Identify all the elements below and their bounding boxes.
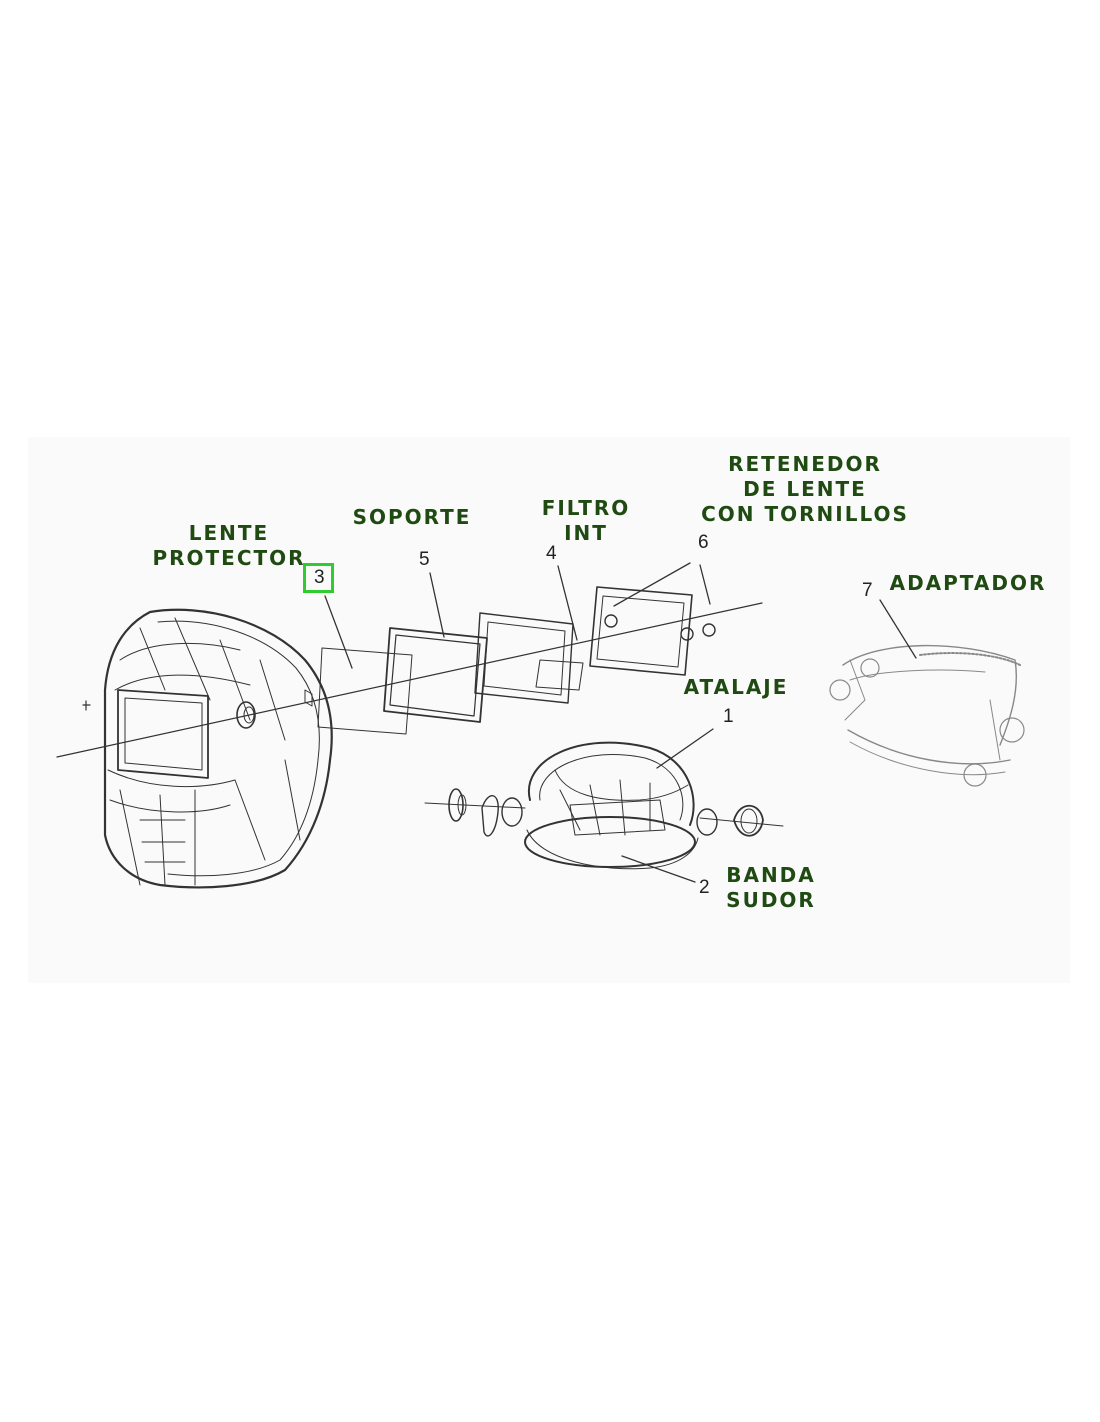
label-lente-protector-line2: PROTECTOR: [152, 546, 306, 570]
label-soporte: SOPORTE: [352, 505, 472, 529]
headgear-side-axis: [424, 802, 784, 827]
label-lente-protector: LENTE PROTECTOR: [148, 521, 310, 571]
leader-4: [557, 565, 578, 641]
label-banda-sudor-line2: SUDOR: [726, 888, 816, 912]
leader-6b: [699, 564, 711, 605]
part-number-1: 1: [723, 706, 734, 727]
sweatband: [524, 816, 696, 868]
right-ratchet-knob: [733, 804, 764, 837]
leader-6a: [613, 562, 691, 607]
inner-filter-frame: [474, 612, 584, 704]
label-retenedor-line2: DE LENTE: [743, 477, 867, 501]
part-number-4: 4: [546, 543, 557, 564]
leader-lines: [324, 562, 917, 883]
part-number-3: 3: [314, 567, 325, 588]
label-filtro-int: FILTRO INT: [536, 496, 636, 546]
small-screw: [82, 700, 91, 711]
label-banda-sudor: BANDA SUDOR: [720, 863, 822, 913]
leader-1: [656, 728, 714, 769]
left-ratchet-knob: [448, 788, 467, 822]
adapter-headband: [829, 644, 1025, 787]
label-adaptador: ADAPTADOR: [889, 571, 1047, 595]
left-pivot-parts: [481, 795, 523, 837]
welding-helmet-shell: [103, 608, 333, 889]
right-pivot-parts: [696, 808, 718, 836]
label-retenedor-line1: RETENEDOR: [728, 452, 882, 476]
leader-7: [879, 599, 917, 659]
lens-holder-frame: [383, 627, 488, 723]
leader-2: [621, 855, 696, 883]
part-number-6: 6: [698, 532, 709, 553]
outer-lens-plate: [317, 647, 413, 735]
helmet-viewing-window: [117, 689, 209, 779]
label-filtro-int-line2: INT: [564, 521, 608, 545]
label-filtro-int-line1: FILTRO: [541, 496, 631, 520]
part-number-5: 5: [419, 549, 430, 570]
part-number-7: 7: [862, 580, 873, 601]
label-retenedor-line3: CON TORNILLOS: [701, 502, 909, 526]
part-number-2: 2: [699, 877, 710, 898]
label-atalaje: ATALAJE: [683, 675, 789, 699]
helmet-knob: [236, 701, 256, 729]
label-banda-sudor-line1: BANDA: [726, 863, 816, 887]
lens-retainer-with-screws: [589, 586, 716, 676]
assembly-axis-line: [56, 602, 763, 758]
leader-3: [324, 595, 353, 669]
label-lente-protector-line1: LENTE: [188, 521, 270, 545]
label-retenedor: RETENEDOR DE LENTE CON TORNILLOS: [690, 452, 920, 527]
leader-5: [429, 572, 445, 638]
headgear-assembly: [524, 741, 699, 870]
part-3-highlight-box: [303, 563, 334, 593]
